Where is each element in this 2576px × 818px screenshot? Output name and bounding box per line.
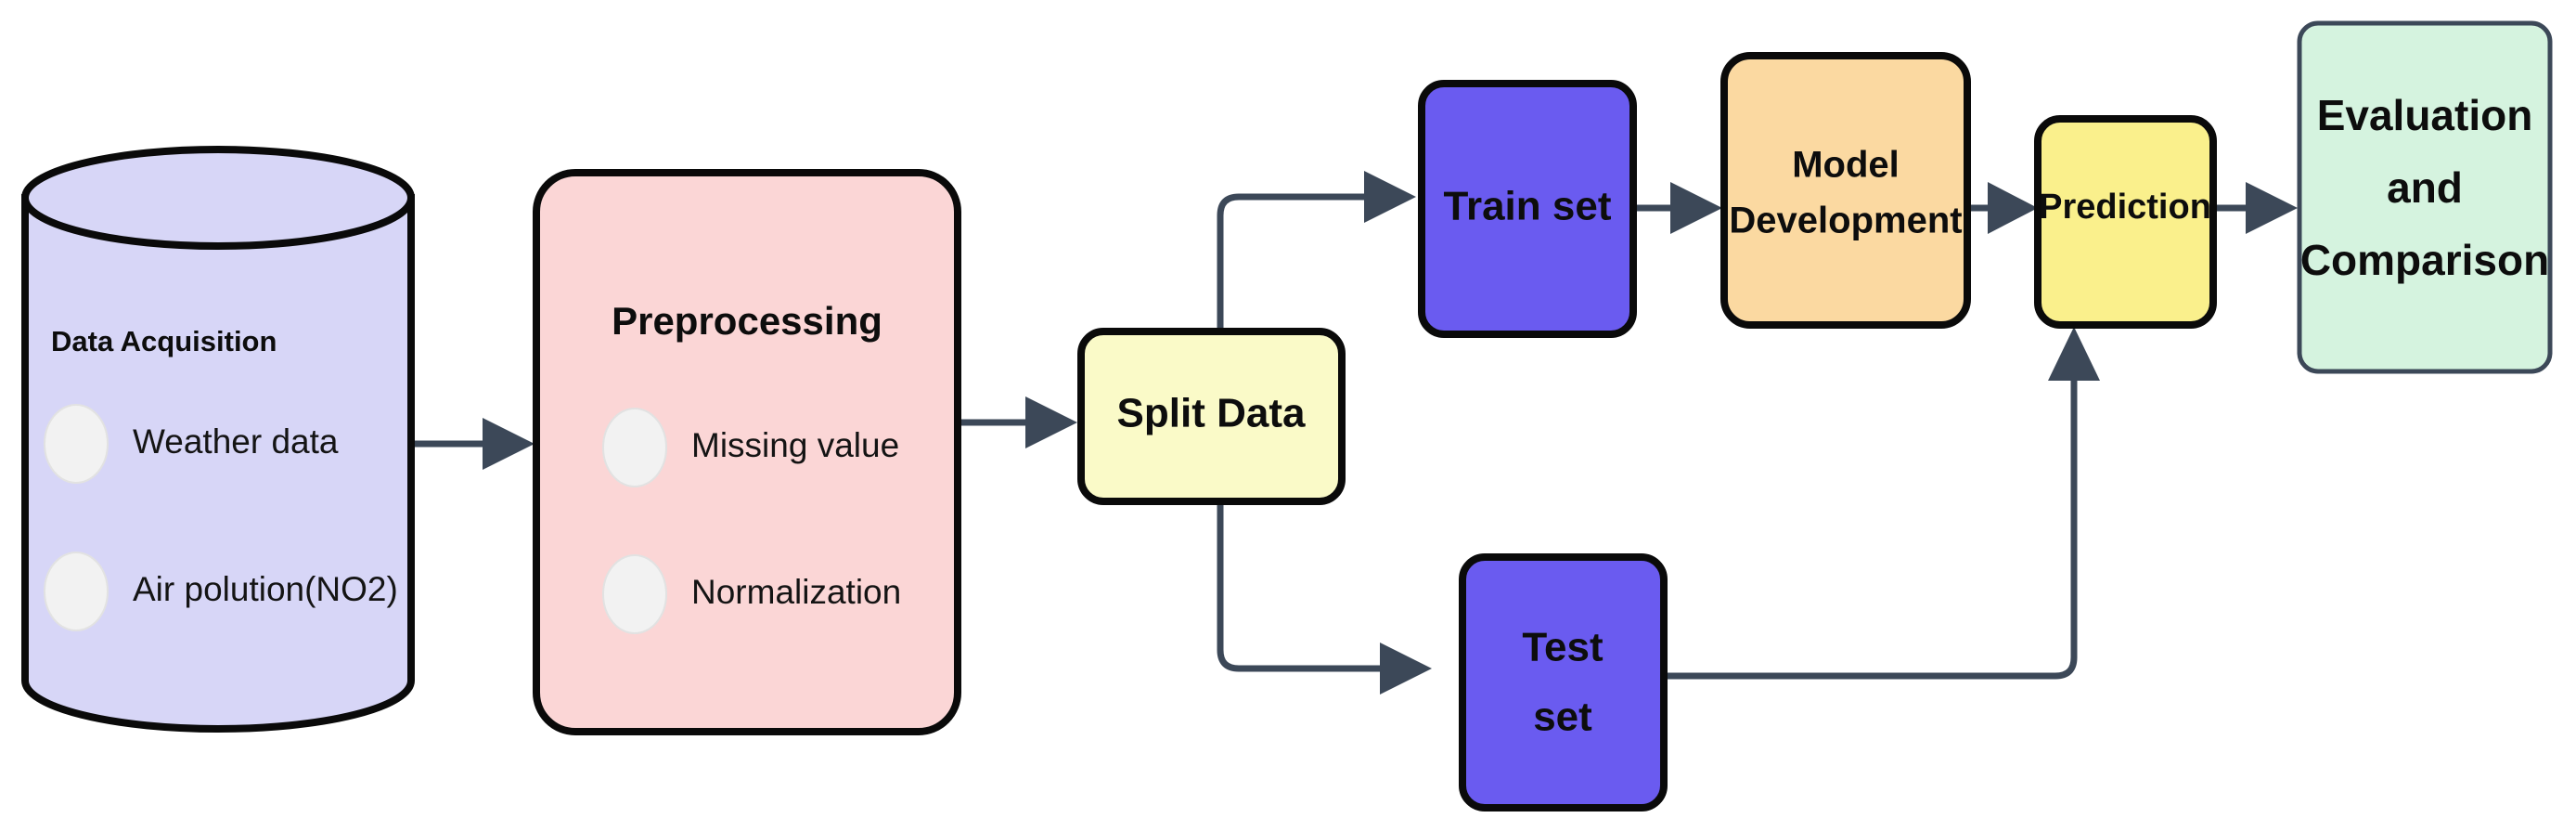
node-split-data[interactable]: Split Data bbox=[1077, 328, 1346, 505]
evaluation-line-2: and bbox=[2387, 163, 2463, 212]
data-acquisition-item-air-polution: Air polution(NO2) bbox=[133, 570, 398, 608]
bullet-marker-air-polution bbox=[44, 552, 109, 631]
node-data-acquisition[interactable]: Data Acquisition Weather data Air poluti… bbox=[21, 146, 415, 733]
test-set-line-1: Test bbox=[1522, 625, 1604, 670]
edge-split-data-to-test-set bbox=[1217, 501, 1432, 695]
preprocessing-title: Preprocessing bbox=[612, 299, 882, 343]
edge-preprocessing-to-split-data bbox=[960, 396, 1077, 448]
node-train-set[interactable]: Train set bbox=[1418, 80, 1637, 338]
preprocessing-item-missing-value: Missing value bbox=[691, 426, 899, 464]
edge-model-development-to-prediction bbox=[1967, 182, 2038, 234]
bullet-marker-weather-data bbox=[44, 404, 109, 484]
edge-split-data-to-train-set bbox=[1217, 171, 1416, 330]
model-development-line-2: Development bbox=[1729, 201, 1962, 241]
edge-train-set-to-model-development bbox=[1633, 182, 1722, 234]
test-set-line-2: set bbox=[1533, 695, 1592, 740]
node-prediction[interactable]: Prediction bbox=[2034, 115, 2217, 329]
edge-data-acquisition-to-preprocessing bbox=[411, 418, 535, 470]
train-set-label: Train set bbox=[1444, 184, 1612, 229]
data-acquisition-item-weather-data: Weather data bbox=[133, 422, 339, 461]
bullet-marker-normalization bbox=[602, 554, 667, 634]
edge-test-set-to-prediction bbox=[1664, 327, 2100, 680]
prediction-label: Prediction bbox=[2039, 188, 2211, 227]
node-test-set[interactable]: Test set bbox=[1459, 553, 1668, 812]
split-data-label: Split Data bbox=[1117, 391, 1306, 436]
preprocessing-item-normalization: Normalization bbox=[691, 573, 901, 611]
data-acquisition-title: Data Acquisition bbox=[51, 325, 277, 357]
evaluation-line-1: Evaluation bbox=[2317, 91, 2533, 139]
node-evaluation-and-comparison[interactable]: Evaluation and Comparison bbox=[2297, 20, 2553, 374]
node-model-development[interactable]: Model Development bbox=[1720, 52, 1971, 329]
model-development-line-1: Model bbox=[1792, 145, 1900, 186]
node-preprocessing[interactable]: Preprocessing Missing value Normalizatio… bbox=[533, 169, 961, 735]
evaluation-line-3: Comparison bbox=[2300, 236, 2549, 284]
bullet-marker-missing-value bbox=[602, 408, 667, 487]
edge-prediction-to-evaluation bbox=[2213, 182, 2298, 234]
